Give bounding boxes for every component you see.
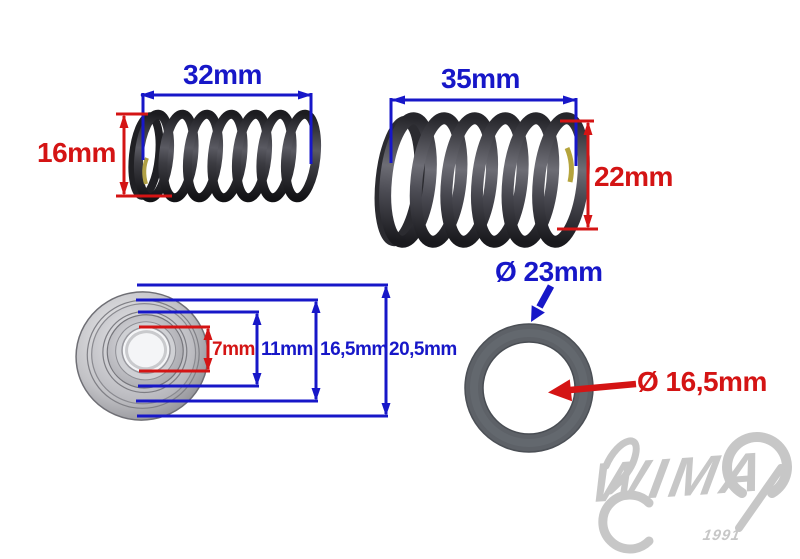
washer-inner-diameter-arrow <box>548 379 637 402</box>
large-spring-height-label: 22mm <box>594 161 673 192</box>
retainer-11mm-dimension <box>138 310 262 388</box>
small-spring-height-dimension <box>116 112 172 198</box>
watermark-swoosh <box>602 437 640 495</box>
small-spring-height-label: 16mm <box>37 137 116 168</box>
retainer-20-5mm-dimension <box>137 283 391 418</box>
washer-inner-diameter-label: Ø 16,5mm <box>637 366 767 397</box>
spring-retainer-photo <box>75 291 209 421</box>
watermark-motorcycle-logo <box>598 432 792 554</box>
retainer-7mm-label: 7mm <box>212 339 255 360</box>
washer-outer-diameter-arrow <box>531 284 555 322</box>
small-spring-width-dimension <box>140 90 313 164</box>
large-spring-height-dimension <box>557 119 598 231</box>
retainer-16-5mm-label: 16,5mm <box>320 339 388 360</box>
paint-mark <box>564 146 574 183</box>
washer-outer-diameter-label: Ø 23mm <box>495 256 603 287</box>
retainer-20-5mm-label: 20,5mm <box>389 339 457 360</box>
retainer-7mm-dimension <box>139 325 213 373</box>
retainer-11mm-label: 11mm <box>261 339 313 360</box>
watermark-swoosh <box>735 464 785 532</box>
large-spring-photo <box>374 112 590 248</box>
watermark-right-wheel <box>722 432 792 498</box>
small-spring-photo <box>128 109 322 203</box>
retainer-16-5mm-dimension <box>136 298 321 403</box>
watermark-left-wheel <box>598 490 654 554</box>
paint-mark <box>142 157 149 185</box>
flat-washer-photo <box>464 323 594 453</box>
large-spring-width-dimension <box>389 95 578 166</box>
large-spring-width-label: 35mm <box>441 63 520 94</box>
small-spring-width-label: 32mm <box>183 59 262 90</box>
watermark-year-text: 1991 <box>701 527 742 544</box>
